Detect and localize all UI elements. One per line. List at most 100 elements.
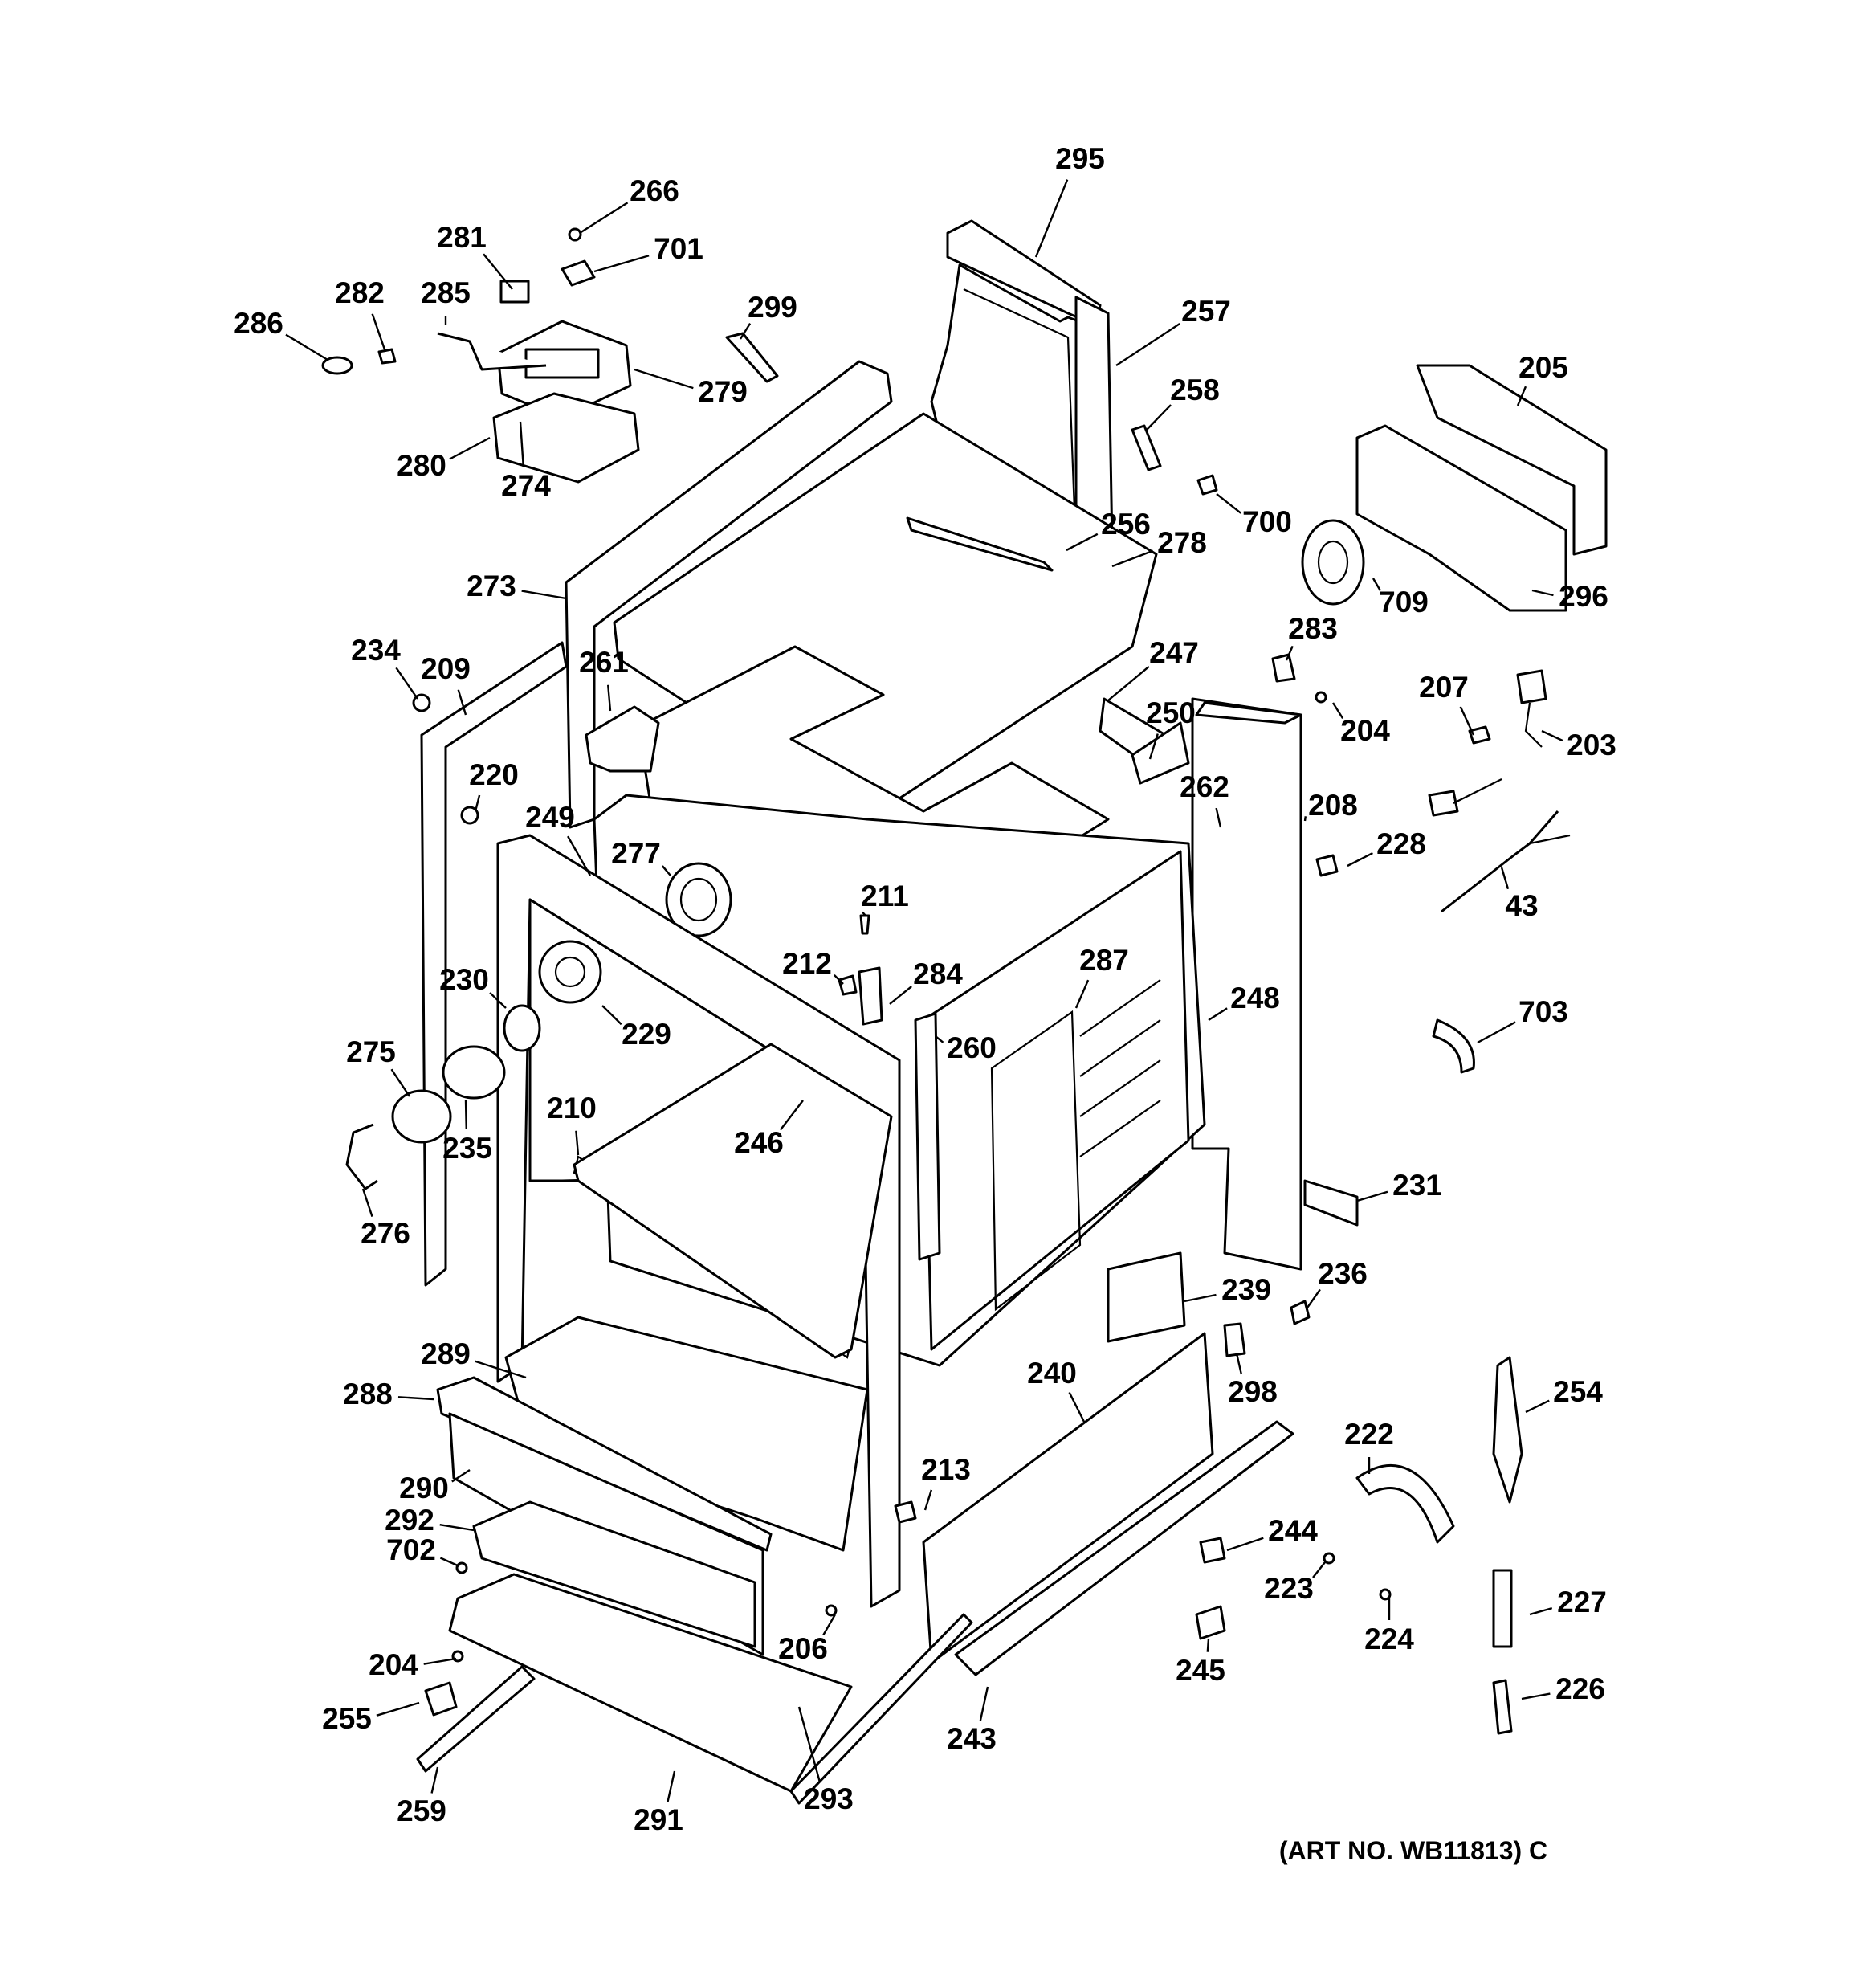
callout-label-274: 274 bbox=[501, 469, 551, 502]
callout-label-258: 258 bbox=[1170, 374, 1220, 406]
leader-line-287 bbox=[1074, 979, 1090, 1009]
leader-line-254 bbox=[1525, 1399, 1550, 1414]
part-284-bracket bbox=[858, 966, 883, 1026]
leader-line-230 bbox=[489, 992, 507, 1009]
callout-label-239: 239 bbox=[1221, 1273, 1271, 1306]
part-wire-harness-plug bbox=[1428, 790, 1459, 817]
leader-line-276 bbox=[361, 1188, 373, 1217]
callout-label-222: 222 bbox=[1344, 1418, 1394, 1451]
leader-line-290 bbox=[451, 1468, 471, 1483]
part-275-light-lens bbox=[391, 1089, 452, 1144]
leader-line-213 bbox=[923, 1489, 933, 1511]
part-283-clip bbox=[1271, 653, 1296, 683]
callout-label-298: 298 bbox=[1228, 1375, 1278, 1408]
callout-label-281: 281 bbox=[437, 221, 487, 254]
part-207-connector bbox=[1468, 725, 1491, 745]
leader-line-227 bbox=[1529, 1606, 1553, 1616]
callout-label-205: 205 bbox=[1519, 351, 1568, 384]
leader-line-235 bbox=[464, 1100, 467, 1130]
part-222-hinge-arm bbox=[1355, 1463, 1455, 1544]
callout-label-249: 249 bbox=[525, 801, 575, 834]
callout-label-245: 245 bbox=[1176, 1654, 1225, 1687]
leader-line-246 bbox=[779, 1100, 804, 1131]
leader-line-259 bbox=[430, 1766, 439, 1794]
callout-label-273: 273 bbox=[467, 569, 516, 602]
part-702-screw bbox=[455, 1561, 468, 1574]
callout-label-243: 243 bbox=[947, 1722, 997, 1755]
leader-line-260 bbox=[935, 1035, 944, 1043]
leader-line-292 bbox=[439, 1524, 475, 1532]
part-231-bracket bbox=[1303, 1179, 1359, 1227]
part-245-leveling-leg bbox=[1195, 1605, 1226, 1640]
leader-line-262 bbox=[1215, 807, 1222, 828]
callout-label-246: 246 bbox=[734, 1126, 784, 1159]
part-266-screw bbox=[568, 227, 582, 242]
callout-label-261: 261 bbox=[579, 646, 629, 679]
leader-line-248 bbox=[1208, 1007, 1228, 1022]
part-246-rack-frame bbox=[573, 1043, 893, 1359]
leader-line-273 bbox=[521, 590, 567, 600]
callout-label-235: 235 bbox=[442, 1132, 492, 1165]
leader-line-212 bbox=[833, 974, 844, 985]
part-277-flue-ring bbox=[665, 862, 732, 937]
leader-line-203 bbox=[1541, 729, 1563, 742]
leader-line-228 bbox=[1347, 852, 1373, 867]
callout-label-213: 213 bbox=[921, 1453, 971, 1486]
callout-label-260: 260 bbox=[947, 1031, 997, 1064]
callout-label-262: 262 bbox=[1180, 770, 1229, 803]
leader-line-239 bbox=[1184, 1293, 1217, 1303]
part-211-screw bbox=[859, 914, 870, 935]
leader-line-207 bbox=[1459, 706, 1475, 736]
callout-label-296: 296 bbox=[1559, 580, 1608, 613]
callout-label-254: 254 bbox=[1553, 1375, 1603, 1408]
callout-leader-lines bbox=[285, 179, 1563, 1802]
part-700-clip bbox=[1196, 474, 1218, 496]
leader-line-299 bbox=[739, 323, 752, 340]
callout-label-203: 203 bbox=[1567, 729, 1616, 761]
callout-label-230: 230 bbox=[439, 963, 489, 996]
callout-label-209: 209 bbox=[421, 652, 471, 685]
part-212-clip bbox=[838, 974, 858, 996]
leader-line-229 bbox=[601, 1005, 622, 1026]
part-259-rail bbox=[416, 1665, 536, 1773]
callout-label-207: 207 bbox=[1419, 671, 1469, 704]
leader-line-283 bbox=[1285, 645, 1294, 661]
part-296-rear-panel bbox=[1355, 424, 1567, 612]
leader-line-275 bbox=[390, 1068, 410, 1097]
part-227-spring bbox=[1492, 1569, 1513, 1648]
part-273-top-side-panel bbox=[565, 360, 893, 829]
callout-label-257: 257 bbox=[1181, 295, 1231, 328]
leader-line-226 bbox=[1521, 1692, 1551, 1700]
callout-label-231: 231 bbox=[1392, 1169, 1442, 1202]
callout-label-292: 292 bbox=[385, 1504, 434, 1537]
leader-line-247 bbox=[1107, 665, 1150, 701]
leader-line-279 bbox=[634, 368, 694, 390]
part-276-wire-clip bbox=[345, 1123, 378, 1190]
leader-line-289 bbox=[475, 1360, 527, 1379]
part-292-drawer-tray bbox=[472, 1500, 756, 1648]
callout-label-277: 277 bbox=[611, 837, 661, 870]
leader-line-231 bbox=[1356, 1190, 1388, 1202]
leader-line-291 bbox=[667, 1770, 676, 1802]
callout-label-204: 204 bbox=[1340, 714, 1390, 747]
leader-line-255 bbox=[376, 1701, 420, 1717]
callout-label-276: 276 bbox=[361, 1217, 410, 1250]
callout-label-282: 282 bbox=[335, 276, 385, 309]
leader-line-204 bbox=[423, 1657, 457, 1665]
leader-line-278 bbox=[1111, 549, 1154, 568]
part-235-light-bulb bbox=[442, 1045, 506, 1100]
leader-line-266 bbox=[579, 202, 629, 235]
callout-label-240: 240 bbox=[1027, 1357, 1077, 1390]
art-number-note: (ART NO. WB11813) C bbox=[1279, 1836, 1547, 1865]
leader-line-280 bbox=[449, 436, 491, 460]
callout-label-283: 283 bbox=[1288, 612, 1338, 645]
part-229-light-socket-ring bbox=[538, 940, 602, 1004]
leader-line-298 bbox=[1235, 1353, 1243, 1375]
leader-line-701 bbox=[593, 255, 650, 273]
leader-line-286 bbox=[285, 333, 328, 361]
callout-label-285: 285 bbox=[421, 276, 471, 309]
part-206-screw bbox=[825, 1604, 838, 1617]
part-299-lock-link bbox=[725, 332, 779, 383]
leader-line-700 bbox=[1216, 493, 1241, 514]
